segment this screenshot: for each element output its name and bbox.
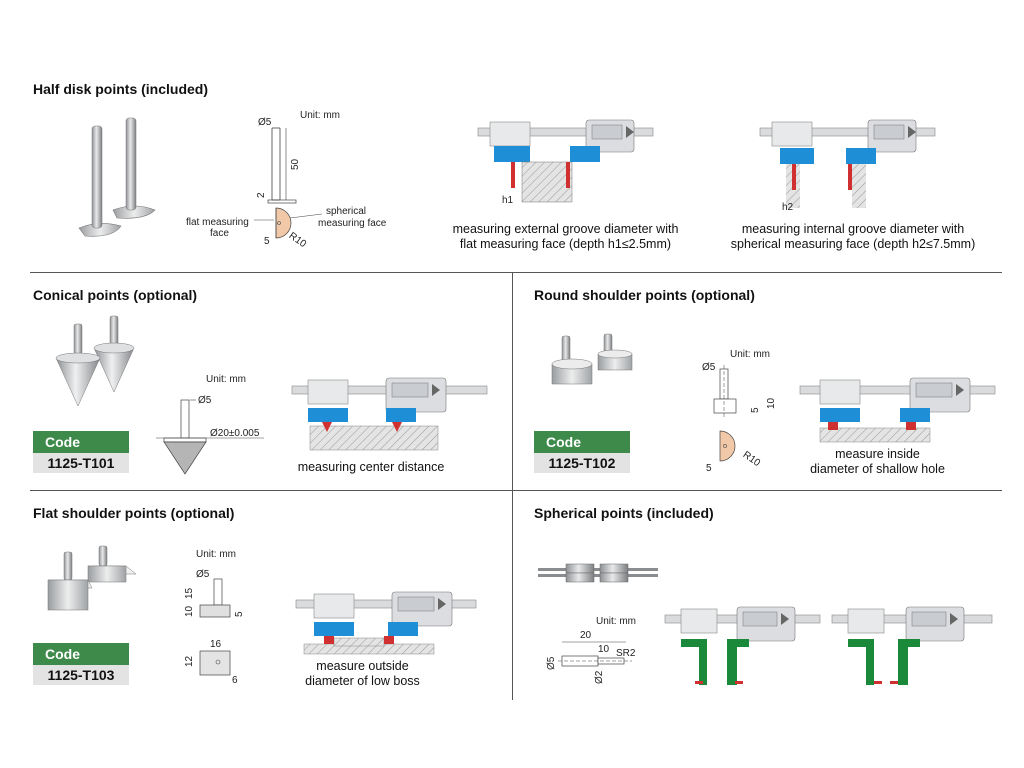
svg-text:R10: R10 bbox=[741, 449, 763, 469]
svg-text:Ø5: Ø5 bbox=[258, 117, 272, 128]
caliper-internal-groove: h2 bbox=[759, 119, 936, 213]
flat-shoulder-photo bbox=[47, 545, 137, 611]
svg-text:5: 5 bbox=[706, 463, 712, 474]
conical-drawing: Unit: mm Ø5 Ø20±0.005 bbox=[156, 374, 264, 475]
svg-text:Unit: mm: Unit: mm bbox=[206, 374, 246, 385]
conical-photo bbox=[55, 315, 135, 407]
divider-vertical bbox=[512, 272, 513, 700]
svg-text:h2: h2 bbox=[782, 202, 794, 213]
flat-shoulder-drawing: Unit: mm Ø5 15 10 5 16 12 6 bbox=[184, 549, 245, 686]
code-value: 1125-T101 bbox=[33, 453, 129, 473]
svg-text:10: 10 bbox=[766, 397, 777, 409]
svg-text:spherical: spherical bbox=[326, 206, 366, 217]
divider-middle bbox=[30, 490, 1002, 491]
half-disk-drawing: Unit: mm Ø5 50 2 R10 5 flat measuring fa… bbox=[186, 110, 387, 250]
flat-shoulder-title: Flat shoulder points (optional) bbox=[33, 505, 235, 521]
svg-text:10: 10 bbox=[184, 605, 195, 617]
half-disk-title: Half disk points (included) bbox=[33, 81, 209, 97]
svg-text:Ø5: Ø5 bbox=[702, 362, 716, 373]
caliper-low-boss bbox=[295, 591, 477, 655]
svg-text:flat measuring: flat measuring bbox=[186, 217, 249, 228]
svg-text:h1: h1 bbox=[502, 195, 514, 206]
caliper-spherical-1 bbox=[664, 606, 821, 685]
round-shoulder-photo bbox=[551, 333, 633, 385]
svg-text:16: 16 bbox=[210, 639, 222, 650]
conical-code-box: Code 1125-T101 bbox=[33, 431, 129, 473]
round-shoulder-code-box: Code 1125-T102 bbox=[534, 431, 630, 473]
flat-shoulder-code-box: Code 1125-T103 bbox=[33, 643, 129, 685]
caption-center-distance: measuring center distance bbox=[297, 460, 445, 474]
code-header: Code bbox=[33, 643, 129, 665]
svg-text:10: 10 bbox=[598, 644, 610, 655]
caliper-external-groove: h1 bbox=[477, 119, 654, 206]
svg-text:5: 5 bbox=[264, 236, 270, 247]
svg-text:Ø5: Ø5 bbox=[198, 395, 212, 406]
svg-text:Unit: mm: Unit: mm bbox=[196, 549, 236, 560]
svg-text:Ø5: Ø5 bbox=[546, 656, 557, 670]
caption-shallow-hole: measure inside diameter of shallow hole bbox=[810, 447, 945, 476]
svg-text:measuring face: measuring face bbox=[318, 218, 387, 229]
svg-text:Unit: mm: Unit: mm bbox=[596, 616, 636, 627]
svg-text:6: 6 bbox=[232, 675, 238, 686]
svg-text:5: 5 bbox=[750, 407, 761, 413]
spherical-drawing: Unit: mm 20 10 SR2 Ø5 Ø2 bbox=[546, 616, 636, 684]
code-header: Code bbox=[534, 431, 630, 453]
caliper-spherical-2 bbox=[831, 606, 993, 685]
code-value: 1125-T103 bbox=[33, 665, 129, 685]
svg-text:20: 20 bbox=[580, 630, 592, 641]
spherical-title: Spherical points (included) bbox=[534, 505, 714, 521]
half-disk-photo bbox=[78, 117, 156, 237]
caliper-shallow-hole bbox=[799, 377, 996, 443]
svg-text:5: 5 bbox=[234, 611, 245, 617]
svg-text:Unit: mm: Unit: mm bbox=[730, 349, 770, 360]
svg-text:15: 15 bbox=[184, 587, 195, 599]
code-value: 1125-T102 bbox=[534, 453, 630, 473]
divider-top bbox=[30, 272, 1002, 273]
svg-text:Ø20±0.005: Ø20±0.005 bbox=[210, 428, 260, 439]
svg-text:SR2: SR2 bbox=[616, 648, 636, 659]
code-header: Code bbox=[33, 431, 129, 453]
caliper-center-distance bbox=[291, 377, 488, 451]
round-shoulder-drawing: Unit: mm Ø5 10 5 R10 5 bbox=[702, 349, 777, 474]
conical-title: Conical points (optional) bbox=[33, 287, 198, 303]
half-disk-unit: Unit: mm bbox=[300, 110, 340, 121]
svg-text:Ø2: Ø2 bbox=[594, 670, 605, 684]
svg-text:Ø5: Ø5 bbox=[196, 569, 210, 580]
round-shoulder-title: Round shoulder points (optional) bbox=[534, 287, 755, 303]
caption-external-groove: measuring external groove diameter with … bbox=[452, 222, 679, 251]
svg-text:12: 12 bbox=[184, 655, 195, 667]
caption-low-boss: measure outside diameter of low boss bbox=[305, 659, 420, 688]
svg-text:2: 2 bbox=[256, 192, 267, 198]
svg-text:50: 50 bbox=[290, 158, 301, 170]
spherical-photo bbox=[538, 563, 658, 583]
svg-text:face: face bbox=[210, 228, 229, 239]
caption-internal-groove: measuring internal groove diameter with … bbox=[730, 222, 976, 251]
svg-text:R10: R10 bbox=[287, 230, 309, 250]
